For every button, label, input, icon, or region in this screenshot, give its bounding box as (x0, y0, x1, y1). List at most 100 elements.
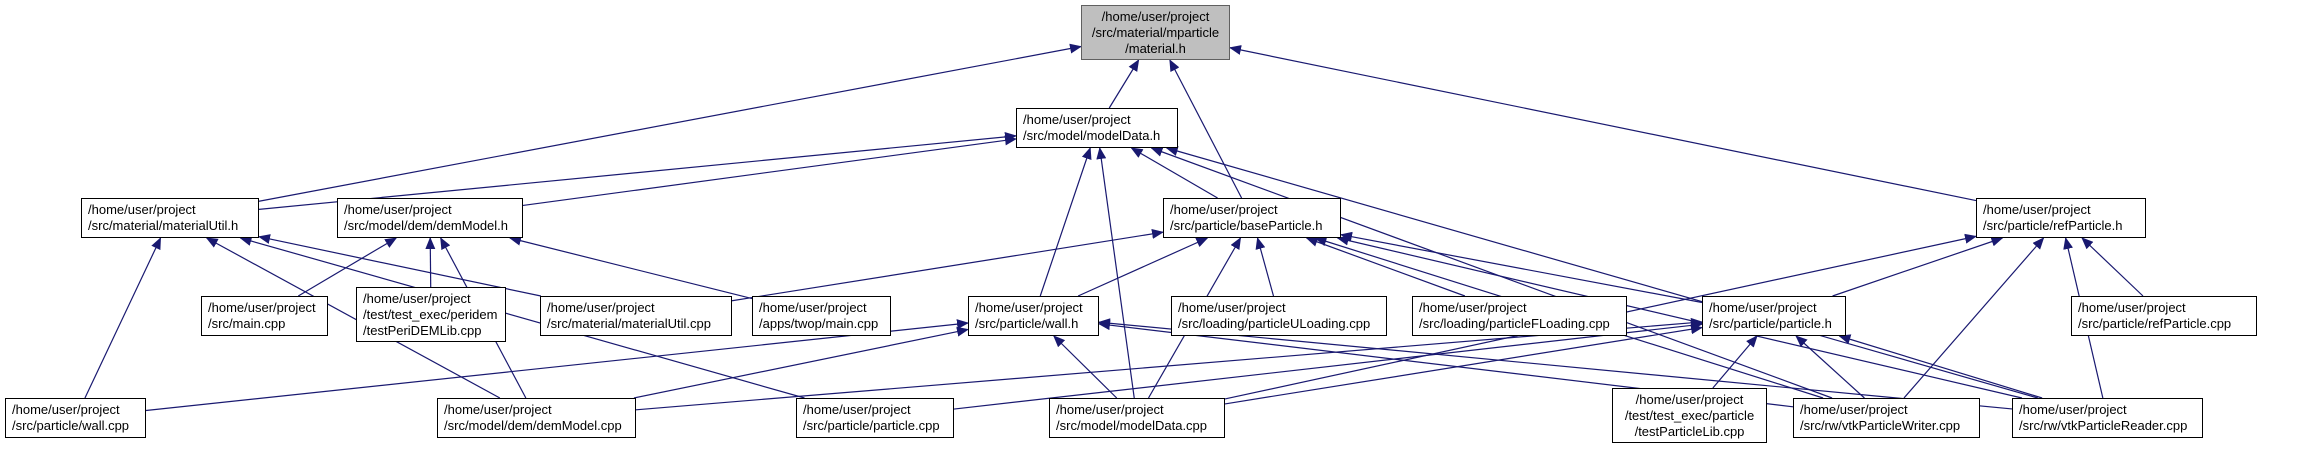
node-line: /home/user/project (1635, 391, 1744, 407)
node-wall-h[interactable]: /home/user/project /src/particle/wall.h (968, 296, 1099, 336)
edge-testparticlelib_cpp-to-particle_h (1712, 335, 1758, 389)
node-particleuloading-cpp[interactable]: /home/user/project /src/loading/particle… (1171, 296, 1387, 336)
edge-modeldata_h-to-material_h (1108, 59, 1140, 109)
node-refparticle-cpp[interactable]: /home/user/project /src/particle/refPart… (2071, 296, 2257, 336)
node-line: /home/user/project (344, 202, 452, 217)
node-line: /src/particle/particle.cpp (803, 418, 940, 433)
node-line: /home/user/project (1709, 300, 1817, 315)
edge-demmodel_cpp-to-wall_h (633, 326, 969, 399)
node-modeldata-h[interactable]: /home/user/project /src/model/modelData.… (1016, 108, 1178, 148)
edge-wall_h-to-modeldata_h (1039, 147, 1092, 297)
node-material-h[interactable]: /home/user/project /src/material/mpartic… (1081, 5, 1230, 60)
edge-particle_cpp-to-particle_h (953, 320, 1703, 410)
node-refparticle-h[interactable]: /home/user/project /src/particle/refPart… (1976, 198, 2146, 238)
edge-particle_h-to-baseparticle_h (1340, 231, 1703, 304)
node-line: /home/user/project (1056, 402, 1164, 417)
node-line: /home/user/project (759, 300, 867, 315)
edge-demmodel_cpp-to-particle_h (635, 317, 1703, 411)
node-line: /src/material/mparticle (1091, 24, 1220, 40)
node-line: /src/particle/baseParticle.h (1170, 218, 1323, 233)
edge-wall_cpp-to-materialutil_h (84, 237, 162, 399)
edge-refparticle_h-to-material_h (1229, 45, 1977, 202)
node-particle-cpp[interactable]: /home/user/project /src/particle/particl… (796, 398, 954, 438)
edge-modeldata_cpp-to-wall_h (1053, 335, 1118, 399)
edge-vtkparticlereader_cpp-to-baseparticle_h (1336, 235, 2023, 399)
node-line: /home/user/project (975, 300, 1083, 315)
node-particlefloading-cpp[interactable]: /home/user/project /src/loading/particle… (1412, 296, 1627, 336)
node-testparticlelib-cpp[interactable]: /home/user/project /test/test_exec/parti… (1612, 388, 1767, 443)
edge-vtkparticlereader_cpp-to-modeldata_h (1165, 146, 2038, 399)
node-line: /home/user/project (88, 202, 196, 217)
node-line: /home/user/project (1023, 112, 1131, 127)
node-line: /home/user/project (1419, 300, 1527, 315)
edge-demmodel_cpp-to-materialutil_h (205, 237, 501, 399)
node-line: /material.h (1125, 40, 1186, 56)
node-line: /src/particle/refParticle.h (1983, 218, 2123, 233)
node-wall-cpp[interactable]: /home/user/project /src/particle/wall.cp… (5, 398, 146, 438)
node-line: /src/model/modelData.h (1023, 128, 1161, 143)
edge-testperidemlib_cpp-to-demmodel_h (425, 237, 436, 288)
edge-materialutil_cpp-to-baseparticle_h (731, 228, 1164, 302)
node-vtkparticlewriter-cpp[interactable]: /home/user/project /src/rw/vtkParticleWr… (1793, 398, 1980, 438)
edge-materialutil_h-to-modeldata_h (258, 131, 1017, 210)
node-baseparticle-h[interactable]: /home/user/project /src/particle/basePar… (1163, 198, 1341, 238)
node-line: /src/rw/vtkParticleReader.cpp (2019, 418, 2188, 433)
edge-modeldata_cpp-to-particle_h (1224, 324, 1703, 405)
node-demmodel-h[interactable]: /home/user/project /src/model/dem/demMod… (337, 198, 523, 238)
node-line: /home/user/project (1170, 202, 1278, 217)
edge-twop_main_cpp-to-demmodel_h (508, 235, 753, 300)
node-line: /home/user/project (1800, 402, 1908, 417)
node-line: /home/user/project (1178, 300, 1286, 315)
edge-particleuloading_cpp-to-baseparticle_h (1255, 237, 1275, 297)
node-demmodel-cpp[interactable]: /home/user/project /src/model/dem/demMod… (437, 398, 636, 438)
node-vtkparticlereader-cpp[interactable]: /home/user/project /src/rw/vtkParticleRe… (2012, 398, 2203, 438)
edge-baseparticle_h-to-material_h (1169, 59, 1243, 199)
node-materialutil-h[interactable]: /home/user/project /src/material/materia… (81, 198, 259, 238)
node-line: /src/rw/vtkParticleWriter.cpp (1800, 418, 1961, 433)
node-line: /home/user/project (363, 290, 471, 306)
node-line: /src/loading/particleFLoading.cpp (1419, 316, 1610, 331)
node-line: /home/user/project (803, 402, 911, 417)
node-line: /testPeriDEMLib.cpp (363, 322, 482, 338)
node-modeldata-cpp[interactable]: /home/user/project /src/model/modelData.… (1049, 398, 1225, 438)
node-line: /src/model/dem/demModel.cpp (444, 418, 622, 433)
node-particle-h[interactable]: /home/user/project /src/particle/particl… (1702, 296, 1846, 336)
node-line: /src/model/modelData.cpp (1056, 418, 1208, 433)
node-line: /src/main.cpp (208, 316, 286, 331)
edge-particlefloading_cpp-to-baseparticle_h (1305, 237, 1466, 297)
node-line: /src/loading/particleULoading.cpp (1178, 316, 1371, 331)
edge-vtkparticlewriter_cpp-to-refparticle_h (1903, 237, 2045, 399)
node-line: /apps/twop/main.cpp (759, 316, 879, 331)
node-line: /src/particle/particle.h (1709, 316, 1832, 331)
edge-wall_cpp-to-wall_h (145, 319, 969, 412)
node-twop-main-cpp[interactable]: /home/user/project /apps/twop/main.cpp (752, 296, 891, 336)
node-main-cpp[interactable]: /home/user/project /src/main.cpp (201, 296, 328, 336)
edge-vtkparticlewriter_cpp-to-particle_h (1795, 335, 1865, 399)
edge-materialutil_h-to-material_h (258, 43, 1082, 202)
node-line: /test/test_exec/peridem (363, 306, 498, 322)
node-materialutil-cpp[interactable]: /home/user/project /src/material/materia… (540, 296, 732, 336)
edge-materialutil_cpp-to-materialutil_h (258, 234, 542, 297)
node-line: /src/particle/refParticle.cpp (2078, 316, 2232, 331)
edge-particle_h-to-refparticle_h (1832, 236, 2004, 297)
node-line: /home/user/project (2078, 300, 2186, 315)
edge-baseparticle_h-to-modeldata_h (1130, 147, 1218, 199)
node-line: /src/material/materialUtil.h (88, 218, 239, 233)
edge-demmodel_h-to-modeldata_h (522, 135, 1017, 207)
node-line: /home/user/project (444, 402, 552, 417)
node-line: /src/particle/wall.cpp (12, 418, 130, 433)
node-line: /home/user/project (2019, 402, 2127, 417)
node-line: /home/user/project (1101, 8, 1210, 24)
node-line: /src/model/dem/demModel.h (344, 218, 509, 233)
edges-layer (84, 43, 2144, 412)
edge-vtkparticlewriter_cpp-to-modeldata_h (1150, 147, 1833, 399)
edge-vtkparticlereader_cpp-to-particle_h (1838, 334, 2043, 399)
node-line: /home/user/project (1983, 202, 2091, 217)
edge-refparticle_cpp-to-refparticle_h (2081, 237, 2144, 297)
edge-wall_h-to-baseparticle_h (1077, 237, 1209, 297)
edge-modeldata_cpp-to-modeldata_h (1096, 147, 1135, 399)
edge-particle_cpp-to-materialutil_h (239, 236, 805, 399)
node-testperidemlib-cpp[interactable]: /home/user/project /test/test_exec/perid… (356, 287, 506, 342)
node-line: /home/user/project (547, 300, 655, 315)
